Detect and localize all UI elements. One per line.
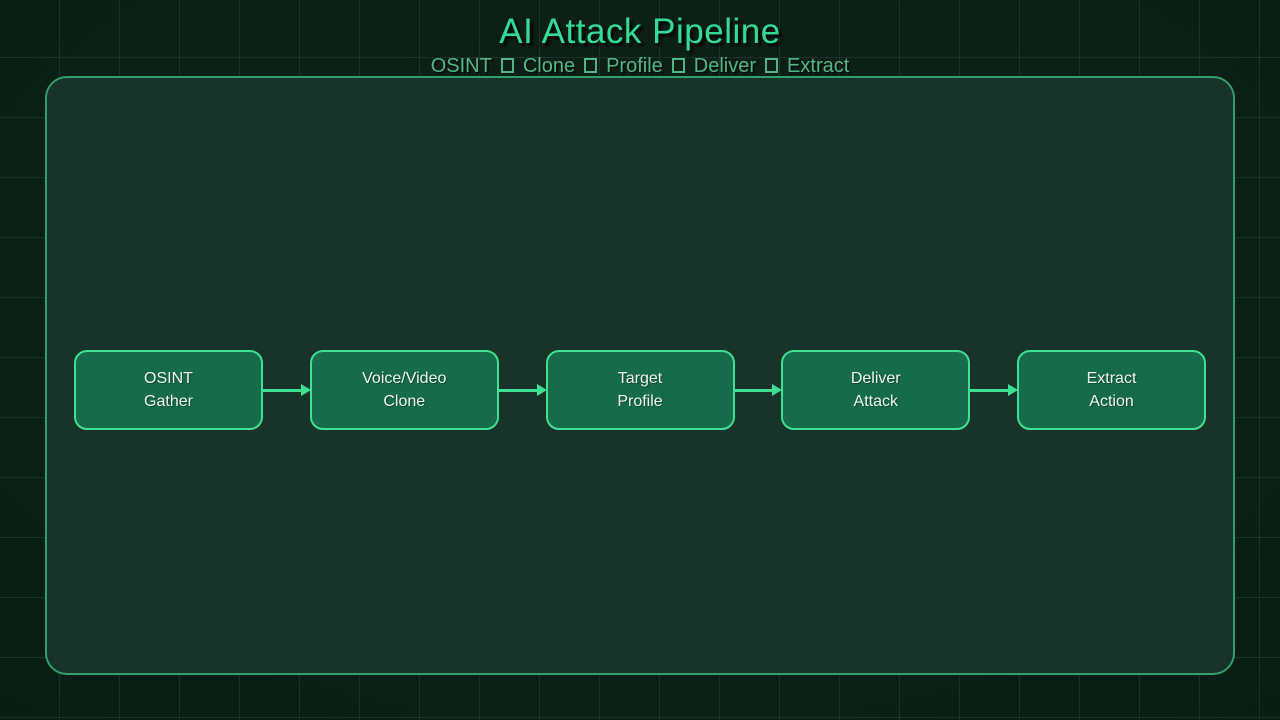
missing-glyph-icon bbox=[584, 58, 598, 73]
missing-glyph-icon bbox=[671, 58, 685, 73]
arrow-shaft bbox=[263, 388, 303, 392]
node-label-line2: Clone bbox=[383, 392, 426, 410]
subtitle-step-deliver: Deliver bbox=[693, 55, 757, 77]
arrowhead-icon bbox=[772, 384, 783, 396]
page-title: AI Attack Pipeline bbox=[499, 12, 781, 51]
node-label-line1: Target bbox=[617, 369, 663, 387]
node-label-line1: Extract bbox=[1086, 369, 1137, 387]
header: AI Attack Pipeline OSINT Clone Profile Deli… bbox=[0, 12, 1280, 78]
arrowhead-icon bbox=[300, 384, 311, 396]
node-label-line2: Profile bbox=[617, 392, 663, 410]
node-label-line2: Gather bbox=[144, 392, 193, 410]
subtitle-step-profile: Profile bbox=[606, 55, 663, 77]
subtitle-step-extract: Extract bbox=[787, 55, 850, 77]
missing-glyph-icon bbox=[500, 58, 514, 73]
arrowhead-icon bbox=[1008, 384, 1018, 396]
subtitle-breadcrumb: OSINT Clone Profile Deliver Extract bbox=[0, 54, 1280, 78]
missing-glyph-icon bbox=[765, 58, 779, 73]
pipeline-node-osint-gather: OSINT Gather bbox=[74, 350, 263, 430]
node-label-line1: Deliver bbox=[850, 369, 901, 387]
node-label-line1: OSINT bbox=[144, 369, 193, 387]
node-label-line2: Attack bbox=[853, 392, 898, 410]
node-label-line1: Voice/Video bbox=[362, 369, 447, 387]
arrow-shaft bbox=[734, 388, 775, 392]
subtitle-step-osint: OSINT bbox=[430, 55, 492, 77]
arrowhead-icon bbox=[536, 384, 547, 396]
node-label-line2: Action bbox=[1089, 392, 1134, 410]
subtitle-step-clone: Clone bbox=[522, 55, 576, 77]
arrow-shaft bbox=[498, 388, 539, 392]
arrow-shaft bbox=[970, 388, 1010, 392]
